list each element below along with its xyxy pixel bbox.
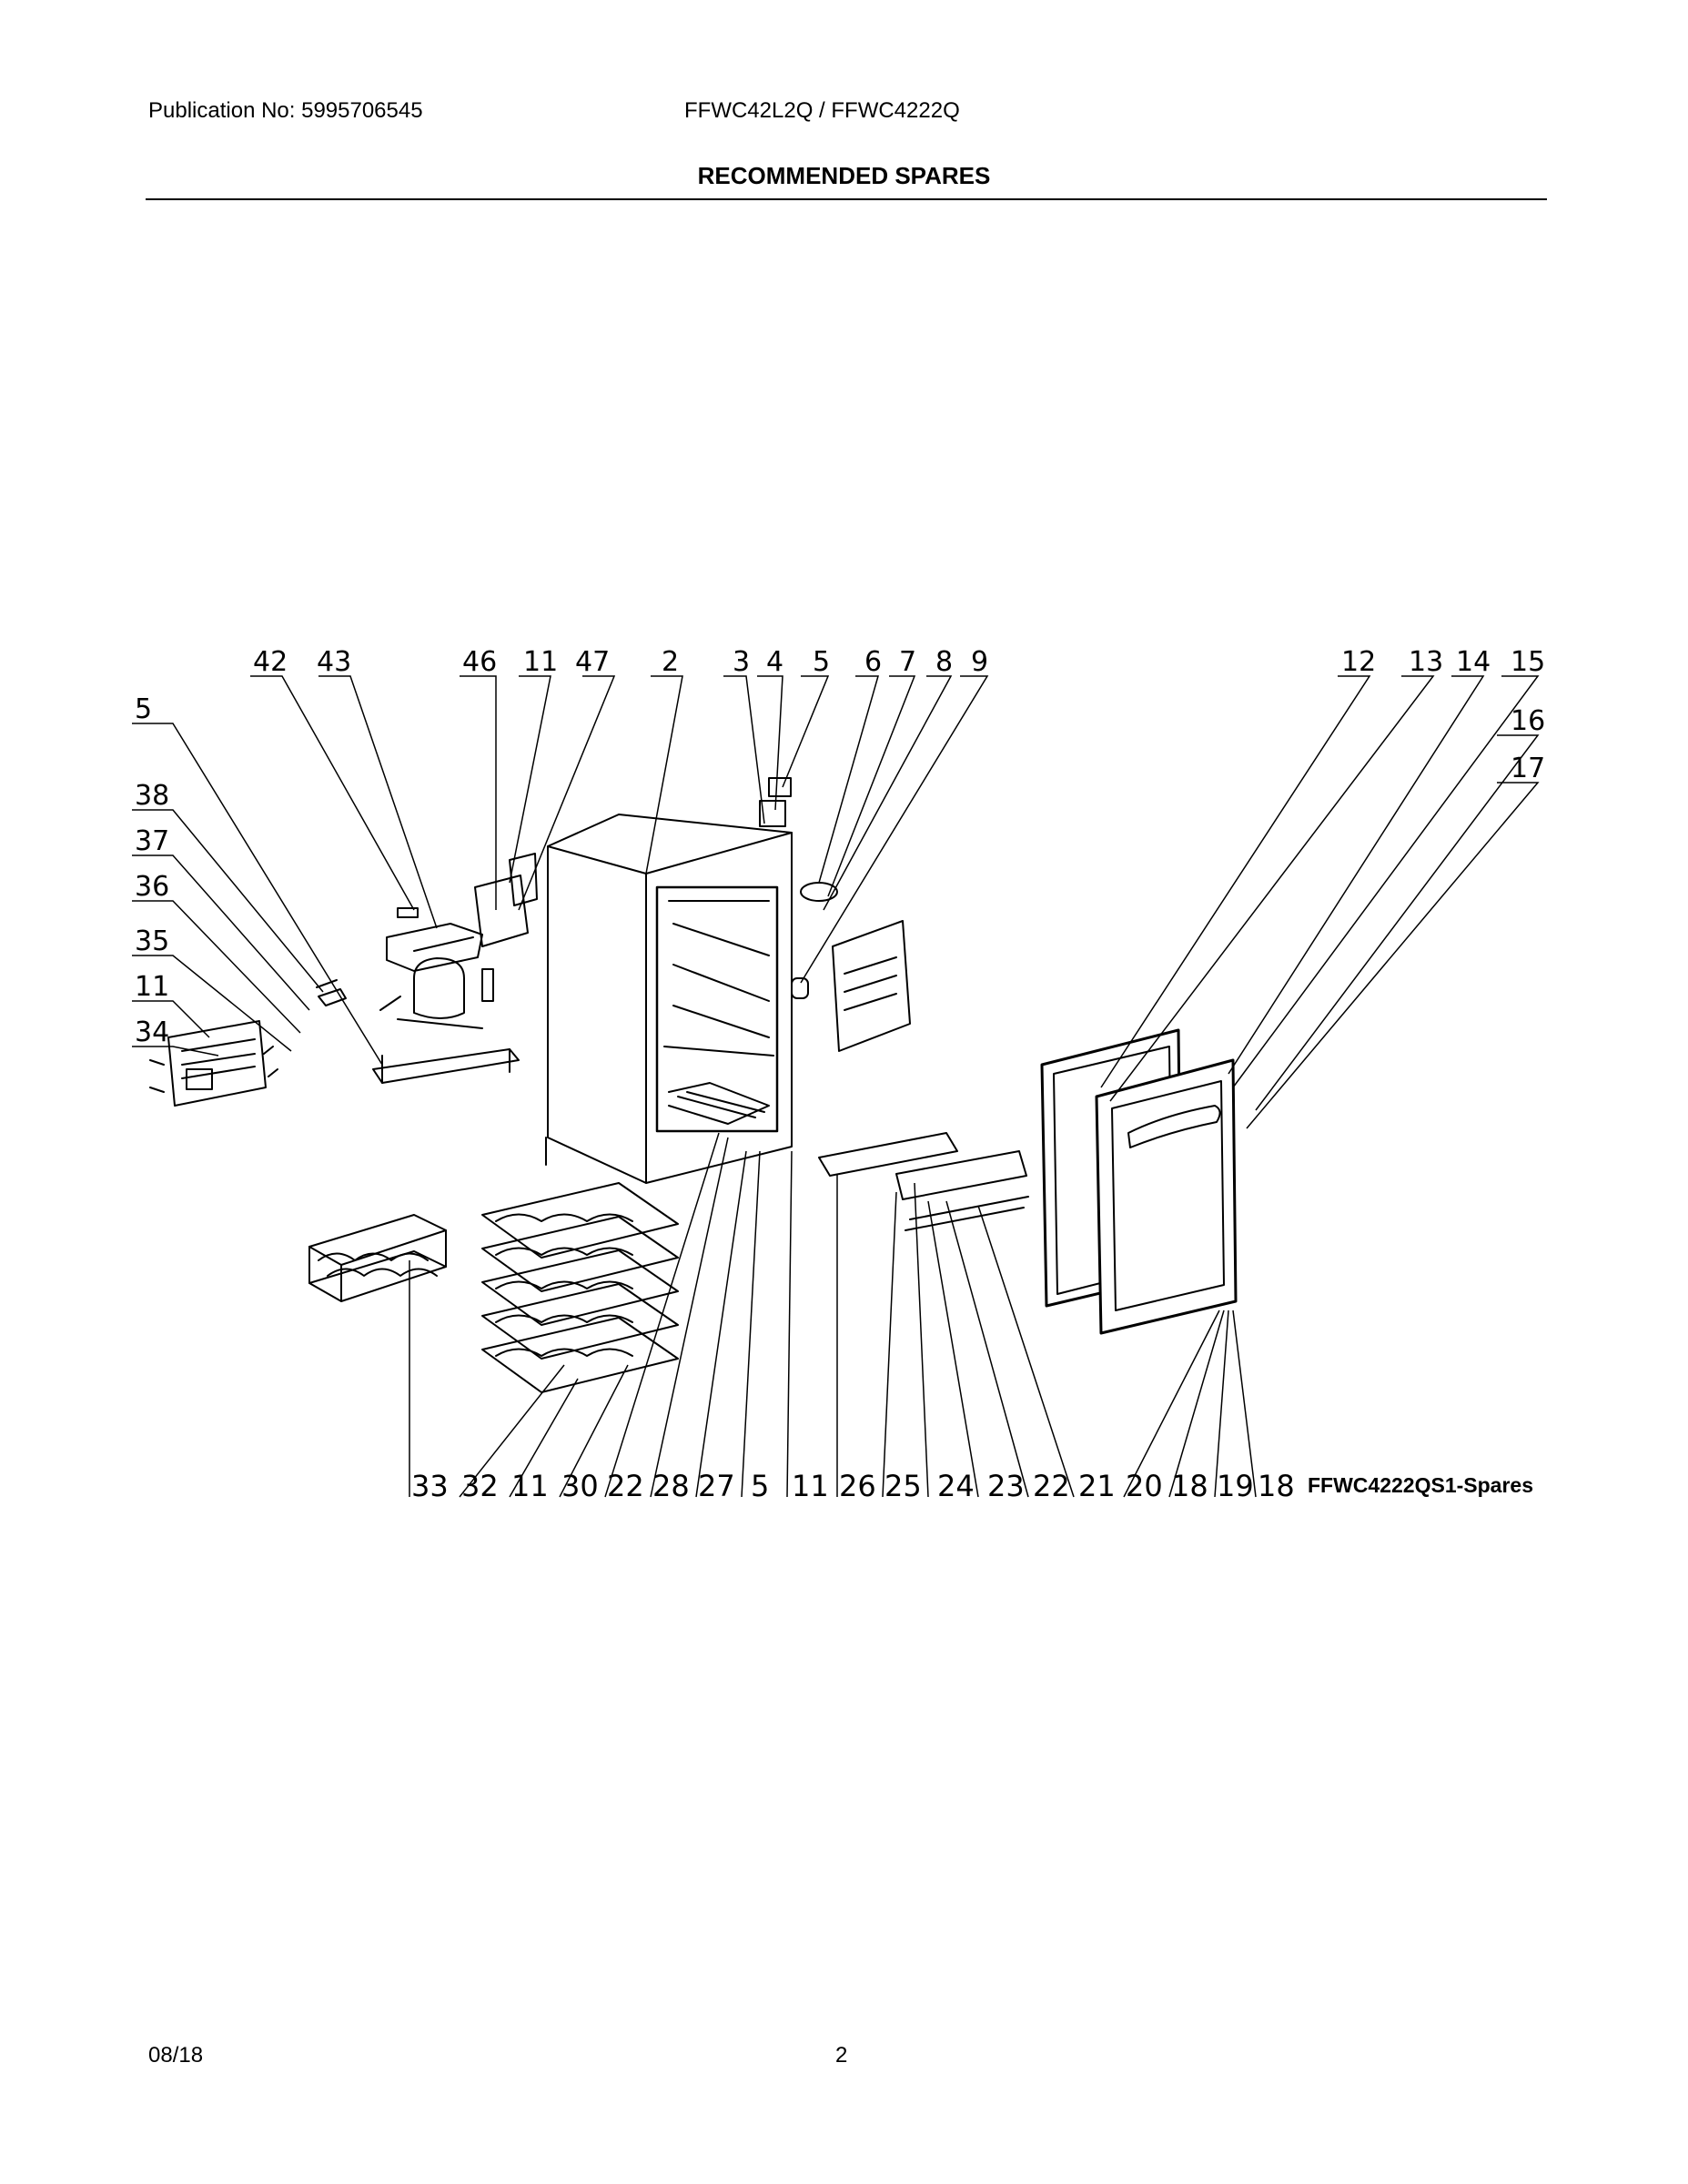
callout-3: 3 (733, 646, 750, 678)
callout-47: 47 (575, 646, 610, 678)
control-box (474, 853, 538, 947)
callout-22-b1: 22 (607, 1469, 644, 1503)
callout-6: 6 (864, 646, 882, 678)
callout-21: 21 (1078, 1469, 1116, 1503)
callout-24: 24 (937, 1469, 975, 1503)
callout-11-b2: 11 (792, 1469, 829, 1503)
leader-lines (132, 675, 1540, 1498)
publication-number: Publication No: 5995706545 (148, 98, 423, 123)
callout-28: 28 (652, 1469, 690, 1503)
callout-27: 27 (698, 1469, 735, 1503)
figure-id: FFWC4222QS1-Spares (1308, 1473, 1533, 1497)
callout-11-b1: 11 (511, 1469, 549, 1503)
callout-4: 4 (766, 646, 783, 678)
callout-20: 20 (1126, 1469, 1163, 1503)
wine-racks (308, 1182, 679, 1393)
callout-11-left: 11 (135, 971, 169, 1003)
callout-35: 35 (135, 925, 169, 957)
callout-19: 19 (1217, 1469, 1254, 1503)
callout-18-b2: 18 (1258, 1469, 1295, 1503)
callout-5-b: 5 (751, 1469, 769, 1503)
cabinet-body (545, 814, 793, 1184)
condenser-panel (149, 1020, 278, 1107)
callout-37: 37 (135, 825, 169, 857)
model-numbers: FFWC42L2Q / FFWC4222Q (684, 98, 960, 123)
callout-46: 46 (462, 646, 497, 678)
callout-15: 15 (1511, 646, 1545, 678)
compressor-group (316, 957, 520, 1084)
callout-5-left: 5 (135, 693, 152, 725)
callout-16: 16 (1511, 705, 1545, 737)
callout-7: 7 (899, 646, 916, 678)
callout-12: 12 (1341, 646, 1376, 678)
callout-5: 5 (813, 646, 830, 678)
callout-11: 11 (523, 646, 558, 678)
drip-tray (386, 907, 483, 972)
callout-23: 23 (987, 1469, 1025, 1503)
page-title: RECOMMENDED SPARES (697, 162, 991, 189)
page-number: 2 (835, 2043, 848, 2068)
callout-43: 43 (317, 646, 351, 678)
callout-17: 17 (1511, 753, 1545, 784)
header-divider (146, 198, 1547, 200)
callout-18-b1: 18 (1171, 1469, 1208, 1503)
callout-14: 14 (1456, 646, 1491, 678)
callout-42: 42 (253, 646, 288, 678)
bottom-trim (818, 1132, 1029, 1231)
callout-labels: 42 43 46 11 47 2 3 4 5 6 7 8 9 12 13 14 … (135, 646, 1545, 1503)
callout-38: 38 (135, 780, 169, 812)
callout-2: 2 (662, 646, 679, 678)
callout-25: 25 (884, 1469, 922, 1503)
callout-32: 32 (461, 1469, 499, 1503)
door-assembly (1040, 1028, 1238, 1335)
callout-33: 33 (411, 1469, 449, 1503)
callout-9: 9 (971, 646, 988, 678)
rear-vent-panel (791, 920, 911, 1052)
callout-30: 30 (561, 1469, 599, 1503)
callout-8: 8 (935, 646, 953, 678)
callout-22-b2: 22 (1033, 1469, 1070, 1503)
callout-13: 13 (1409, 646, 1443, 678)
callout-26: 26 (839, 1469, 876, 1503)
publication-date: 08/18 (148, 2043, 204, 2068)
callout-34: 34 (135, 1016, 169, 1048)
callout-36: 36 (135, 871, 169, 903)
